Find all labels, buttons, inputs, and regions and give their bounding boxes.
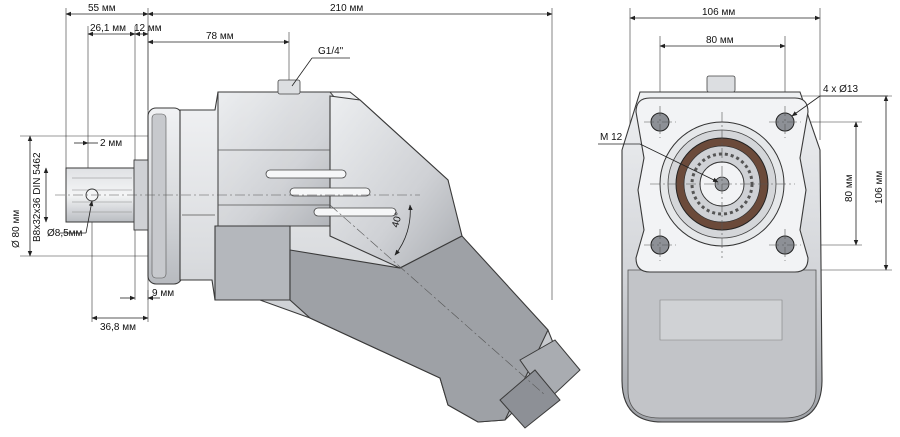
dim-diameter-80: Ø 80 мм (11, 210, 22, 248)
dim-front-80: 80 мм (706, 35, 734, 46)
dim-210: 210 мм (330, 3, 363, 14)
dim-2: 2 мм (100, 138, 122, 149)
dim-m12: M 12 (600, 132, 623, 143)
dimension-lines (27, 11, 553, 321)
housing-slot (265, 169, 347, 179)
dim-front-106: 106 мм (702, 7, 735, 18)
dim-angle-40: 40° (390, 211, 405, 228)
center-lines (55, 194, 546, 396)
dim-right-80: 80 мм (844, 174, 855, 202)
dim-12: 12 мм (134, 23, 162, 34)
dim-g1-4: G1/4" (318, 46, 344, 57)
outlet-fitting (499, 339, 581, 429)
dim-diameter-8-5: Ø8,5мм (47, 228, 83, 239)
front-drain-plug (706, 75, 736, 93)
dim-26-1: 26,1 мм (90, 23, 126, 34)
front-dimension-labels: 106 мм 80 мм 4 x Ø13 M 12 80 мм 106 мм (600, 7, 885, 204)
drain-port-plug (277, 79, 301, 95)
dim-9: 9 мм (152, 288, 174, 299)
front-center-lines (644, 106, 801, 261)
dim-36-8: 36,8 мм (100, 322, 136, 333)
side-view: 55 мм 210 мм 26,1 мм 12 мм 78 мм G1/4" 2… (11, 3, 581, 429)
dim-78: 78 мм (206, 31, 234, 42)
pump-body (65, 79, 581, 429)
front-dimension-lines (598, 15, 889, 271)
dim-55: 55 мм (88, 3, 116, 14)
dim-holes: 4 x Ø13 (823, 84, 858, 95)
bent-axis-head (329, 95, 463, 269)
dim-right-106: 106 мм (874, 171, 885, 204)
front-view: 106 мм 80 мм 4 x Ø13 M 12 80 мм 106 мм (598, 7, 892, 423)
dimension-labels: 55 мм 210 мм 26,1 мм 12 мм 78 мм G1/4" 2… (11, 3, 405, 333)
dim-spline: B8x32x36 DIN 5462 (32, 152, 43, 242)
